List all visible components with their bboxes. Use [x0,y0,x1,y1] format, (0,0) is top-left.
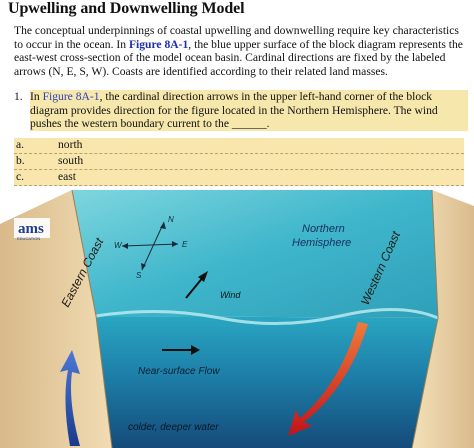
question-figure-link[interactable]: Figure 8A-1 [42,90,100,103]
option-b[interactable]: b. south [14,154,464,170]
compass-e: E [182,240,188,249]
option-letter: b. [16,154,25,167]
answer-options: a. north b. south c. east [14,138,464,186]
option-letter: a. [16,138,25,151]
hemisphere-label-line1: Northern [302,223,345,235]
svg-text:ams: ams [18,221,44,237]
question-text-before: In [30,90,43,103]
compass-n: N [168,215,174,224]
option-text: south [58,154,84,167]
option-text: north [58,138,83,151]
intro-text-before: The conceptual underpinnings of coastal … [14,24,459,51]
option-letter: c. [16,170,25,183]
block-diagram: ams EDUCATION Eastern Coast Western Coas… [0,189,474,448]
figure-link[interactable]: Figure 8A-1 [128,37,189,51]
ams-logo: ams EDUCATION [14,218,50,241]
svg-text:EDUCATION: EDUCATION [17,236,40,241]
deep-water-label: colder, deeper water [128,422,219,433]
compass-arrows [121,221,179,271]
question-number: 1. [14,90,23,103]
compass-w: W [114,241,123,250]
question-text-after: , the cardinal direction arrows in the u… [30,90,438,131]
upwelling-arrow [60,350,80,446]
wind-label: Wind [220,290,241,300]
option-a[interactable]: a. north [14,138,464,154]
flow-arrow [162,345,200,355]
hemisphere-label-line2: Hemisphere [292,237,351,249]
western-coast-land [412,190,474,448]
eastern-coast-edge [71,189,113,448]
question-text: In Figure 8A-1, the cardinal direction a… [30,90,468,132]
option-text: east [58,170,77,183]
intro-paragraph: The conceptual underpinnings of coastal … [14,24,466,79]
intro-text-after: , the blue upper surface of the block di… [14,37,463,79]
surface-edge [95,307,439,325]
wind-arrow [185,271,208,299]
flow-label: Near-surface Flow [138,366,220,377]
page-title: Upwelling and Downwelling Model [8,0,245,17]
western-coast-edge [411,189,439,448]
option-c[interactable]: c. east [14,170,464,186]
downwelling-arrow [288,322,368,436]
compass-s: S [136,271,142,280]
